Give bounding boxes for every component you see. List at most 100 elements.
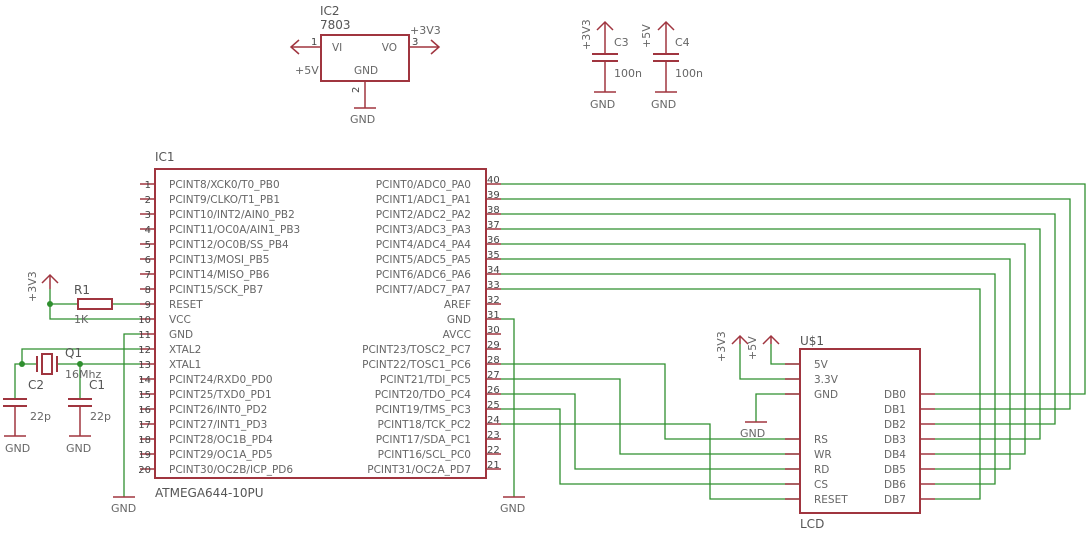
ic1-pin-label: PCINT16/SCL_PC0 [378, 449, 471, 461]
lcd-pin-label: RESET [814, 494, 848, 506]
r1-body [77, 298, 113, 310]
lcd-pin-label: RS [814, 434, 828, 446]
net-lcd-3v3 [739, 344, 800, 380]
ic1-pin-label: PCINT14/MISO_PB6 [169, 269, 270, 281]
capacitor-c2[interactable]: C2 22p GND [3, 378, 51, 455]
c4-supply-label: +5V [640, 24, 653, 48]
lcd-pin-label: 3.3V [814, 374, 839, 386]
lcd-name: U$1 [800, 334, 824, 348]
ic1-pin-label: PCINT19/TMS_PC3 [375, 404, 471, 416]
r1-supply-arrow-icon [41, 273, 59, 284]
ic1-pin-number: 34 [487, 265, 500, 276]
ic2-in-arrow-icon [289, 39, 300, 55]
c1-value: 22p [90, 410, 111, 423]
capacitor-c1[interactable]: C1 22p GND [66, 378, 111, 455]
junction-dot [77, 361, 83, 367]
ic1-pin-number: 14 [138, 375, 151, 386]
net-gnd-11 [123, 333, 140, 497]
ic2-out-label: +3V3 [410, 24, 441, 37]
ic1-pin-label: PCINT7/ADC7_PA7 [376, 284, 471, 296]
junction-dot [47, 301, 53, 307]
net-db3 [501, 228, 1041, 440]
lcd-pin-label: DB1 [884, 404, 906, 416]
ic1-pin-number: 31 [487, 310, 500, 321]
c4-supply-arrow-icon [657, 20, 675, 31]
c4-name: C4 [675, 36, 690, 49]
ic1-pin-number: 20 [138, 465, 151, 476]
c2-name: C2 [28, 378, 44, 392]
lcd-pin-label: 5V [814, 359, 829, 371]
c2-gnd-label: GND [5, 442, 30, 455]
lcd-pin-label: WR [814, 449, 832, 461]
ic1-pin-label: VCC [169, 314, 191, 326]
ic1-right-pins: 40PCINT0/ADC0_PA039PCINT1/ADC1_PA138PCIN… [362, 175, 501, 476]
ic1-pin-label: PCINT22/TOSC1_PC6 [362, 359, 471, 371]
c3-supply-label: +3V3 [580, 19, 593, 50]
ic1-pin-label: PCINT18/TCK_PC2 [377, 419, 471, 431]
q1-name: Q1 [65, 346, 82, 360]
ic1-pin-number: 29 [487, 340, 500, 351]
mcu-ground-symbols: GND GND [111, 496, 525, 515]
ic1-pin-label: PCINT10/INT2/AIN0_PB2 [169, 209, 295, 221]
ic2-pin-num-3: 3 [412, 37, 418, 48]
ic1-pin-label: GND [447, 314, 471, 326]
ic1-pin-number: 26 [487, 385, 500, 396]
ic1-pin-label: PCINT28/OC1B_PD4 [169, 434, 273, 446]
ic1-pin-number: 19 [138, 450, 151, 461]
ic1-pin-number: 24 [487, 415, 500, 426]
net-lcd-gnd [755, 393, 800, 422]
ic1-pin-number: 11 [138, 330, 151, 341]
ic1-pin-number: 8 [145, 285, 151, 296]
gnd-31-label: GND [500, 502, 525, 515]
crystal-q1[interactable]: Q1 16Mhz [36, 346, 101, 381]
c1-gnd-label: GND [66, 442, 91, 455]
ic1-pin-number: 23 [487, 430, 500, 441]
ic1-pin-label: XTAL2 [169, 344, 201, 356]
capacitor-c3[interactable]: +3V3 C3 100n GND [580, 19, 642, 111]
ic1-pin-label: PCINT23/TOSC2_PC7 [362, 344, 471, 356]
net-lcd-5v [770, 344, 800, 365]
c2-value: 22p [30, 410, 51, 423]
r1-supply-label: +3V3 [26, 271, 39, 302]
net-db1 [501, 198, 1071, 410]
ic1-pin-number: 1 [145, 180, 151, 191]
c3-gnd-label: GND [590, 98, 615, 111]
resistor-r1[interactable]: +3V3 R1 1K [26, 271, 113, 326]
ic1-pin-number: 13 [138, 360, 151, 371]
ic1-value: ATMEGA644-10PU [155, 486, 264, 500]
capacitor-c4[interactable]: +5V C4 100n GND [640, 20, 703, 111]
ic1-pin-number: 37 [487, 220, 500, 231]
lcd-pin-label: DB3 [884, 434, 906, 446]
net-db5 [501, 258, 1011, 470]
net-rd [501, 393, 800, 470]
ic1-pin-number: 3 [145, 210, 151, 221]
ic1-pin-number: 28 [487, 355, 500, 366]
ic1-pin-number: 32 [487, 295, 500, 306]
q1-value: 16Mhz [65, 368, 101, 381]
ic1-pin-label: PCINT31/OC2A_PD7 [367, 464, 471, 476]
c4-value: 100n [675, 67, 703, 80]
ic1-pin-label: RESET [169, 299, 203, 311]
lcd-value: LCD [800, 517, 824, 531]
ic2-pin-num-2: 2 [351, 87, 362, 93]
lcd-5v-label: +5V [746, 336, 759, 360]
ic2-regulator[interactable]: VI VO GND 1 3 2 IC2 7803 +5V +3V3 GND [289, 4, 441, 126]
net-cs [501, 408, 800, 485]
lcd-pin-label: DB7 [884, 494, 906, 506]
net-xtal2 [21, 348, 140, 365]
ic1-pin-label: PCINT26/INT0_PD2 [169, 404, 267, 416]
ic1-pin-label: XTAL1 [169, 359, 201, 371]
ic2-out-arrow-icon [430, 39, 441, 55]
ic2-gnd-label: GND [350, 113, 375, 126]
ic2-pin-gnd: GND [354, 65, 378, 77]
ic2-pin-vo: VO [382, 42, 397, 54]
ic1-pin-number: 33 [487, 280, 500, 291]
ic1-pin-label: PCINT3/ADC3_PA3 [376, 224, 471, 236]
ic1-pin-label: PCINT6/ADC6_PA6 [376, 269, 472, 281]
net-db7 [501, 288, 981, 500]
ic2-value: 7803 [320, 18, 351, 32]
